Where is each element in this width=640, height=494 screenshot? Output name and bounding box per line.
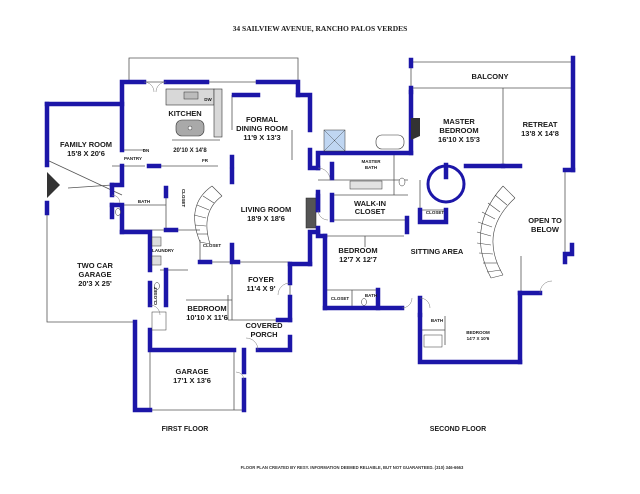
garage-dim: 17'1 X 13'6 <box>173 376 211 385</box>
two-car-garage-label-2: GARAGE <box>79 270 112 279</box>
bedroom-closet-label: CLOSET <box>153 287 158 306</box>
bedroom-label: BEDROOM <box>187 304 226 313</box>
master-bath-label-2: BATH <box>365 165 377 170</box>
laundry-dryer-icon <box>151 255 162 266</box>
balcony-label: BALCONY <box>471 72 508 81</box>
bedroom-dim: 10'10 X 11'6 <box>186 313 228 322</box>
footer-disclaimer: FLOOR PLAN CREATED BY RESY. INFORMATION … <box>241 465 464 470</box>
first-floor-plan: KITCHEN 20'10 X 14'8 PANTRY DN FR DW FOR… <box>44 57 321 433</box>
laundry-label: LAUNDRY <box>152 248 174 253</box>
formal-dining-label-2: DINING ROOM <box>236 124 288 133</box>
master-bedroom-label-2: BEDROOM <box>439 126 478 135</box>
family-room-label: FAMILY ROOM <box>60 140 112 149</box>
dn-label: DN <box>143 148 150 153</box>
pantry-label: PANTRY <box>124 156 142 161</box>
covered-porch-label-2: PORCH <box>250 330 277 339</box>
living-room-label: LIVING ROOM <box>241 205 291 214</box>
laundry-washer-icon <box>151 236 162 247</box>
kitchen-island <box>175 119 205 137</box>
bed-bath-toilet-icon <box>361 298 367 306</box>
second-bedroom-bath-label: BATH <box>365 293 377 298</box>
master-bedroom-dim: 16'10 X 15'3 <box>438 135 480 144</box>
second-bedroom-label: BEDROOM <box>338 246 377 255</box>
family-room-dim: 15'8 X 20'6 <box>67 149 105 158</box>
bed2-bath-tub-icon <box>423 334 443 348</box>
bath1-toilet-icon <box>115 208 121 216</box>
first-floor-curved-stair <box>193 185 223 245</box>
bath-label: BATH <box>138 199 150 204</box>
garage-label: GARAGE <box>176 367 209 376</box>
open-to-below-label: OPEN TO <box>528 216 562 225</box>
second-floor-curved-stair <box>476 185 516 279</box>
fr-label: FR <box>202 158 209 163</box>
second-bedroom-dim: 12'7 X 12'7 <box>339 255 377 264</box>
bedroom2-label: BEDROOM <box>466 330 490 335</box>
two-car-garage-label: TWO CAR <box>77 261 113 270</box>
master-fireplace-icon <box>411 118 420 140</box>
formal-dining-dim: 11'9 X 13'3 <box>243 133 280 142</box>
first-floor-label: FIRST FLOOR <box>162 426 209 433</box>
island-sink-icon <box>187 125 193 131</box>
second-closet-label: CLOSET <box>426 210 445 215</box>
bath2-toilet-icon <box>154 282 160 290</box>
walk-in-closet-label-2: CLOSET <box>355 207 386 216</box>
bedroom2-dim: 14'7 X 10'6 <box>467 336 490 341</box>
bath2-tub-icon <box>151 311 167 331</box>
retreat-label: RETREAT <box>523 120 558 129</box>
bath2-label: BATH <box>431 318 443 323</box>
master-tub-icon <box>375 134 405 150</box>
second-floor-plan: BALCONY MASTER BEDROOM 16'10 X 15'3 RETR… <box>315 55 576 433</box>
master-bath-label: MASTER <box>362 159 382 164</box>
second-floor-round-landing <box>426 164 466 204</box>
foyer-label: FOYER <box>248 275 274 284</box>
kitchen-side-counter <box>213 88 223 138</box>
kitchen-label: KITCHEN <box>168 109 201 118</box>
stair-closet-label: CLOSET <box>203 243 222 248</box>
retreat-dim: 13'8 X 14'8 <box>521 129 559 138</box>
family-fireplace-icon <box>47 172 60 198</box>
second-floor-label: SECOND FLOOR <box>430 426 486 433</box>
living-fireplace-icon <box>305 197 317 229</box>
foyer-dim: 11'4 X 9' <box>246 284 275 293</box>
address-title: 34 SAILVIEW AVENUE, RANCHO PALOS VERDES <box>233 24 408 33</box>
covered-porch-label: COVERED <box>245 321 283 330</box>
open-to-below-label-2: BELOW <box>531 225 560 234</box>
formal-dining-label: FORMAL <box>246 115 278 124</box>
two-car-garage-dim: 20'3 X 25' <box>78 279 112 288</box>
dw-label: DW <box>204 97 212 102</box>
kitchen-sink-icon <box>183 91 199 100</box>
master-vanity <box>349 180 383 190</box>
master-toilet-icon <box>398 177 406 187</box>
second-bedroom-closet-label: CLOSET <box>331 296 350 301</box>
sitting-area-label: SITTING AREA <box>411 247 464 256</box>
kitchen-dim: 20'10 X 14'8 <box>173 148 207 154</box>
closet-label: CLOSET <box>181 189 186 208</box>
master-bedroom-label: MASTER <box>443 117 475 126</box>
walk-in-closet-label: WALK-IN <box>354 199 386 208</box>
living-room-dim: 18'9 X 18'6 <box>247 214 285 223</box>
